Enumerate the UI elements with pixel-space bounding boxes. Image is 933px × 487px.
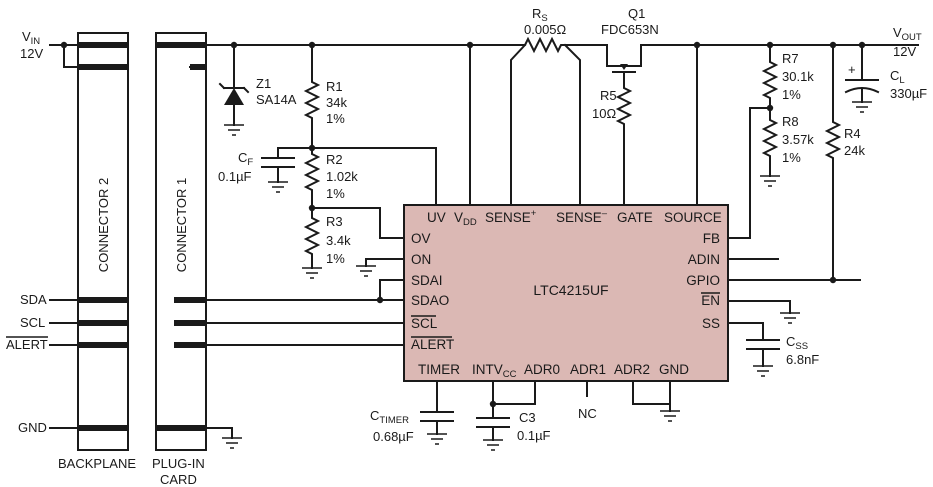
pin-intvcc: INTVCC	[472, 362, 517, 380]
r5-resistor	[615, 81, 633, 206]
c3-capacitor	[476, 403, 510, 451]
c3-value: 0.1µF	[517, 428, 551, 443]
r1-name: R1	[326, 79, 343, 94]
r8-tol: 1%	[782, 150, 801, 165]
r1-tol: 1%	[326, 111, 345, 126]
pin-adr1: ADR1	[570, 362, 606, 377]
connector2-label: CONNECTOR 2	[96, 178, 111, 272]
pin-scl: SCL	[411, 316, 438, 331]
z1-name: Z1	[256, 76, 271, 91]
cl-name: CL	[890, 68, 905, 86]
chip-name: LTC4215UF	[533, 282, 608, 298]
pin-on: ON	[411, 252, 431, 267]
vin-value: 12V	[20, 46, 43, 61]
pin-vdd: VDD	[454, 210, 477, 228]
z1-tvs-diode	[218, 44, 250, 136]
r8-value: 3.57k	[782, 132, 814, 147]
backplane-label: BACKPLANE	[58, 456, 136, 471]
connector1-label: CONNECTOR 1	[174, 178, 189, 272]
r4-value: 24k	[844, 143, 865, 158]
r8-name: R8	[782, 114, 799, 129]
cl-value: 330µF	[890, 86, 927, 101]
pin-adin: ADIN	[688, 252, 720, 267]
css-value: 6.8nF	[786, 352, 819, 367]
pin-ov: OV	[411, 231, 431, 246]
pin-adr2: ADR2	[614, 362, 650, 377]
r7-resistor	[761, 44, 779, 109]
pin-adr0: ADR0	[524, 362, 560, 377]
r7-tol: 1%	[782, 87, 801, 102]
r3-resistor	[302, 207, 322, 279]
q1-name: Q1	[628, 6, 645, 21]
r3-value: 3.4k	[326, 233, 351, 248]
r8-resistor	[760, 107, 780, 187]
gnd-label: GND	[18, 420, 47, 435]
css-capacitor	[746, 339, 780, 377]
pin-fb: FB	[703, 231, 720, 246]
q1-part: FDC653N	[601, 22, 659, 37]
r3-name: R3	[326, 214, 343, 229]
alert-label: ALERT	[6, 337, 48, 352]
ctimer-capacitor	[420, 411, 454, 445]
cf-capacitor	[261, 157, 295, 193]
r2-tol: 1%	[326, 186, 345, 201]
r4-resistor	[824, 44, 842, 281]
vout-label: VOUT	[893, 25, 922, 43]
backplane-connector: CONNECTOR 2	[77, 32, 129, 451]
c3-name: C3	[519, 410, 536, 425]
q1-mosfet	[606, 44, 642, 83]
pin-sdai: SDAI	[411, 273, 443, 288]
pin-timer: TIMER	[418, 362, 460, 377]
cl-capacitor: +	[844, 44, 880, 113]
rs-value: 0.005Ω	[524, 22, 567, 37]
pin-gnd: GND	[659, 362, 689, 377]
cf-value: 0.1µF	[218, 169, 252, 184]
r4-name: R4	[844, 126, 861, 141]
r2-name: R2	[326, 152, 343, 167]
sda-label: SDA	[20, 292, 47, 307]
z1-part: SA14A	[256, 92, 297, 107]
vout-value: 12V	[893, 44, 916, 59]
vin-label: VIN	[22, 29, 40, 47]
rs-name: RS	[532, 6, 548, 24]
pin-alert: ALERT	[411, 337, 454, 352]
ltc4215-chip	[403, 204, 729, 382]
r5-name: R5	[600, 88, 617, 103]
r1-value: 34k	[326, 95, 347, 110]
nc-label: NC	[578, 406, 597, 421]
cf-name: CF	[238, 150, 253, 168]
pin-gate: GATE	[617, 210, 653, 225]
ctimer-name: CTIMER	[370, 408, 409, 426]
ctimer-value: 0.68µF	[373, 429, 414, 444]
plugin-connector: CONNECTOR 1	[155, 32, 207, 451]
r1-resistor	[303, 44, 321, 149]
rs-sense-resistor	[510, 36, 581, 206]
r7-value: 30.1k	[782, 69, 814, 84]
scl-label: SCL	[20, 315, 45, 330]
pin-gpio: GPIO	[686, 273, 720, 288]
r2-resistor	[303, 147, 321, 209]
r2-value: 1.02k	[326, 169, 358, 184]
svg-text:+: +	[848, 62, 856, 77]
pin-ss: SS	[702, 316, 720, 331]
r3-tol: 1%	[326, 251, 345, 266]
pin-uv: UV	[427, 210, 446, 225]
pin-source: SOURCE	[664, 210, 722, 225]
pin-sdao: SDAO	[411, 293, 449, 308]
css-name: CSS	[786, 334, 808, 352]
pin-en: EN	[701, 293, 720, 308]
pin-sense-plus: SENSE+	[485, 208, 537, 225]
r7-name: R7	[782, 51, 799, 66]
r5-value: 10Ω	[592, 106, 616, 121]
plugin-label-1: PLUG-IN	[152, 456, 205, 471]
plugin-label-2: CARD	[160, 472, 197, 487]
pin-sense-minus: SENSE–	[556, 208, 608, 225]
